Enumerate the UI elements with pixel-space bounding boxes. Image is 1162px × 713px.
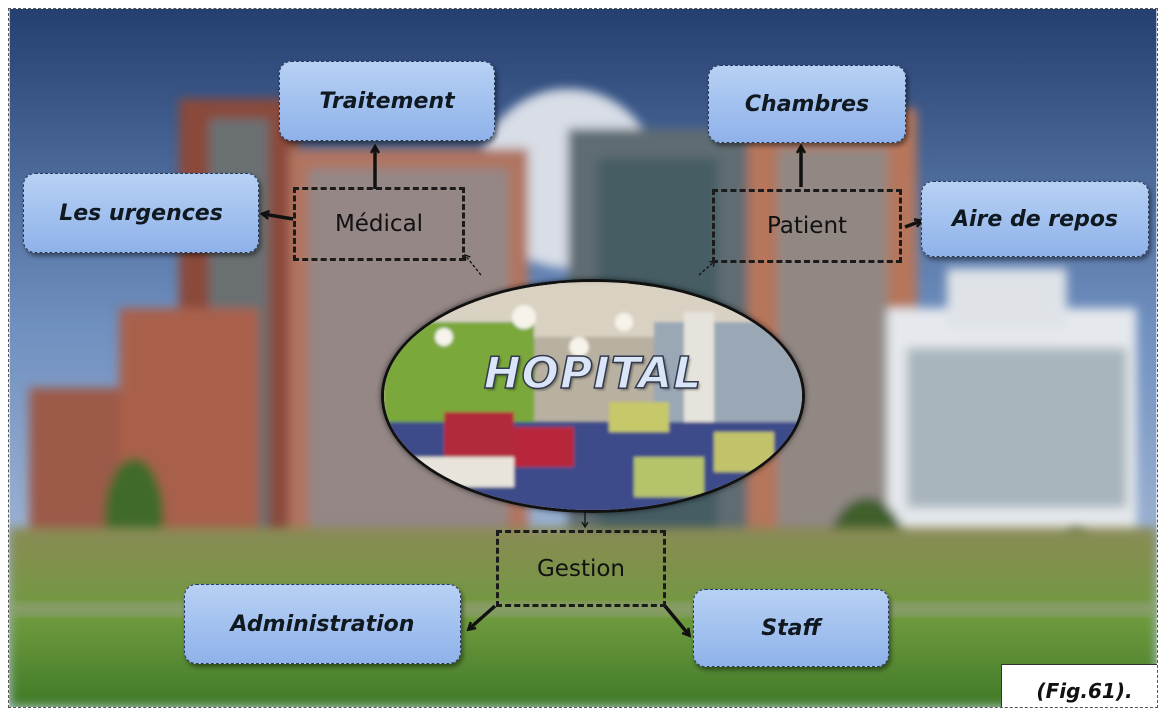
arrow-gestion-staff [663, 604, 689, 635]
box-staff: Staff [693, 589, 889, 667]
diagram-frame: Médical Patient Gestion Traitement Les u… [8, 8, 1158, 708]
category-patient: Patient [712, 189, 902, 263]
arrow-hub-medical [464, 254, 482, 276]
box-aire-de-repos: Aire de repos [921, 181, 1149, 257]
hub-lobby-image [384, 282, 802, 510]
arrows-layer [9, 9, 1158, 708]
arrow-hub-patient [698, 260, 716, 276]
box-les-urgences: Les urgences [23, 173, 259, 253]
arrow-medical-urgences [263, 214, 294, 221]
category-medical: Médical [293, 187, 465, 261]
box-administration: Administration [184, 584, 461, 664]
arrow-gestion-administration [469, 604, 497, 629]
category-gestion: Gestion [496, 530, 666, 607]
hub-ellipse: HOPITAL [381, 279, 805, 513]
figure-caption: (Fig.61). [1001, 664, 1157, 707]
arrow-patient-repos [904, 221, 921, 229]
hub-title: HOPITAL [483, 347, 703, 400]
box-traitement: Traitement [279, 61, 495, 141]
box-chambres: Chambres [708, 65, 906, 143]
